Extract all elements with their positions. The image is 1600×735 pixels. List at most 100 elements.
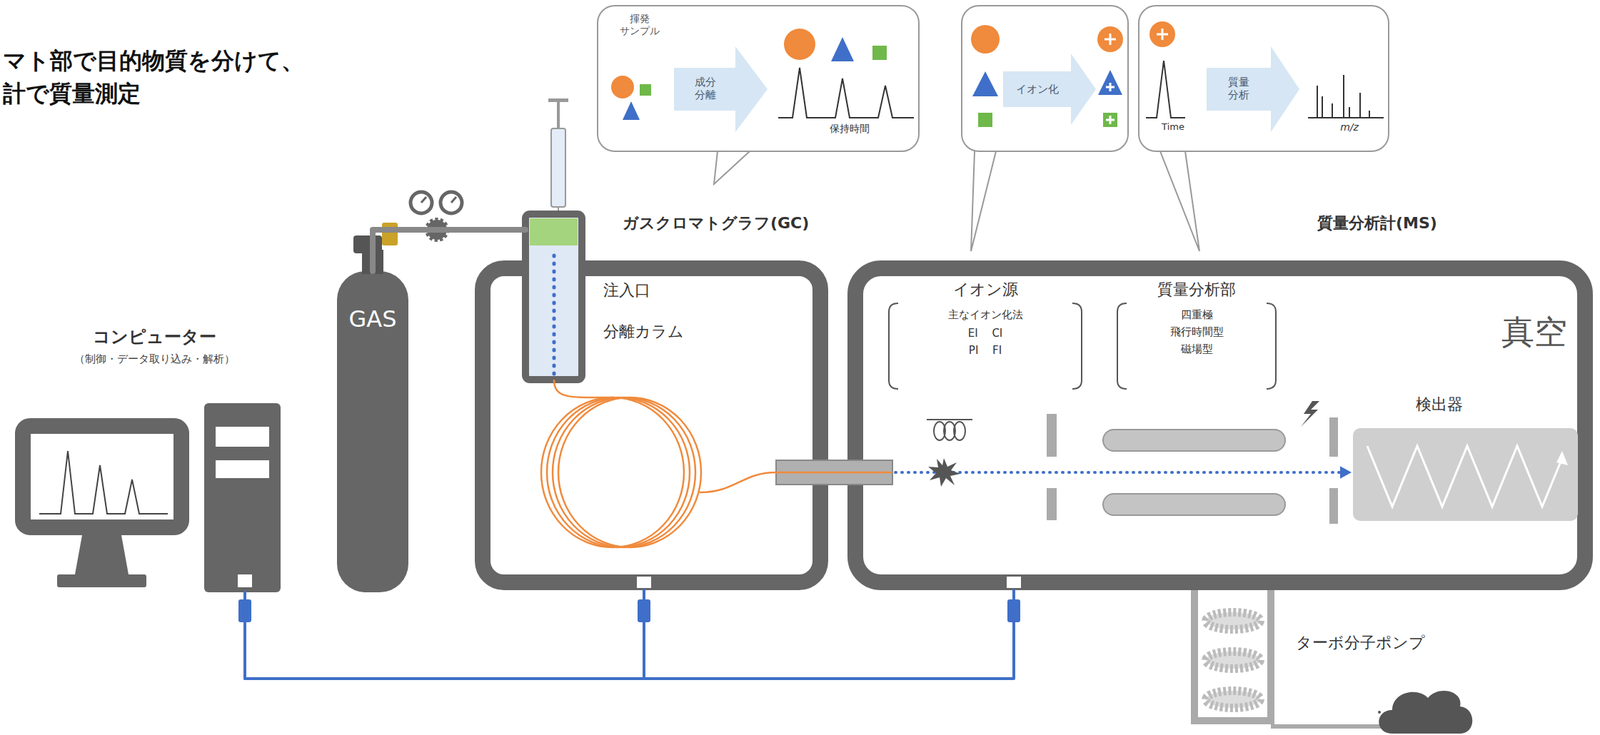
gas-line — [372, 229, 526, 272]
molecule-c — [978, 112, 993, 128]
rotor — [1205, 691, 1261, 709]
bracket — [888, 303, 899, 390]
computer: コンピューター（制御・データ取り込み・解析） — [14, 321, 283, 593]
node-label: Time — [1161, 121, 1185, 133]
column-tube — [699, 472, 893, 493]
slit — [1329, 488, 1338, 525]
lan-cable — [244, 590, 644, 679]
ionization-burst — [928, 458, 961, 487]
electron-multiplier — [1367, 446, 1563, 507]
injector-drawing — [525, 98, 582, 380]
ion-source-drawing — [888, 303, 1082, 521]
quadrupole-rod — [1103, 429, 1286, 452]
mass-analyzer: 質量分析部四重極飛行時間型磁場型 — [1103, 278, 1289, 397]
gc-unit: ガスクロマトグラフ(GC)注入口分離カラム — [474, 260, 829, 591]
ion-beam-arrow — [1081, 471, 1352, 475]
valve — [353, 235, 382, 254]
lan-cable — [244, 590, 1014, 679]
pressure-gauge — [410, 192, 432, 214]
bracket — [1117, 303, 1127, 390]
plus-sign — [1156, 28, 1169, 40]
analyzer-drawing — [1103, 303, 1338, 525]
chromatogram — [778, 67, 914, 118]
bracket — [1072, 303, 1082, 390]
turbo-pump: ターボ分子ポンプ — [1194, 590, 1271, 734]
pump-housing — [1194, 590, 1271, 722]
monitor-base — [57, 574, 147, 588]
detector: 検出器 — [1352, 392, 1578, 522]
gas-cylinder-drawing — [336, 192, 462, 593]
molecule-b — [622, 101, 640, 120]
sample-flow — [552, 255, 557, 375]
plus-sign — [1104, 33, 1116, 125]
port — [1006, 576, 1021, 589]
gauge-needle — [421, 197, 427, 203]
pc-tower — [204, 403, 281, 593]
node-text: PI FI — [968, 344, 1002, 357]
callout-bubble: イオン化 — [961, 5, 1129, 152]
exhaust-cloud — [1378, 691, 1473, 734]
bubble-tail — [1160, 151, 1200, 252]
node-text: 保持時間 — [829, 122, 870, 135]
column-coil — [546, 397, 690, 548]
callout-bubble: 揮発 サンプル成分 分離保持時間 — [597, 5, 919, 152]
ms-unit: 質量分析計(MS)真空イオン源主なイオン化法EI CIPI FI質量分析部四重極… — [847, 260, 1593, 591]
mass-spectrum — [1307, 74, 1384, 118]
node-text: 主なイオン化法 — [948, 308, 1024, 322]
callout-bubble: Time質量 分析m/z — [1138, 5, 1389, 152]
process-arrow — [673, 46, 768, 133]
node-label: 揮発 サンプル — [616, 12, 663, 38]
drive-slot — [215, 460, 270, 479]
gas-line — [372, 229, 526, 272]
node-text: 成分 分離 — [691, 75, 720, 102]
ms-housing — [855, 268, 1586, 583]
drive-slot — [215, 426, 270, 447]
exhaust-dot — [1377, 711, 1381, 714]
node-text: 真空 — [1501, 312, 1568, 352]
node-label: ターボ分子ポンプ — [1295, 634, 1426, 653]
injector-body — [525, 214, 582, 380]
lan-cable — [244, 590, 1014, 679]
node-text: EI CI — [968, 326, 1004, 340]
bubble-tail — [713, 151, 750, 185]
detector-drawing — [1352, 428, 1578, 522]
cylinder-body — [336, 271, 409, 593]
pressure-gauge — [440, 192, 462, 214]
lan-cable — [244, 590, 644, 679]
ion-beam — [895, 471, 1082, 475]
network-ports — [237, 574, 1021, 623]
molecule-a — [783, 28, 816, 60]
rotor — [1205, 612, 1261, 630]
node-label: 検出器 — [1415, 395, 1463, 415]
slit — [1329, 417, 1338, 457]
molecule-a — [970, 24, 1000, 54]
computer-drawing — [22, 403, 281, 593]
detector-box — [1352, 428, 1578, 522]
bubble-tail — [970, 151, 996, 252]
process-arrow — [1206, 46, 1300, 133]
bubble-graphics — [611, 21, 1384, 133]
arrowhead — [1340, 466, 1352, 480]
node-text: 質量 分析 — [1224, 75, 1254, 102]
column-coil — [558, 397, 702, 548]
molecule-b — [831, 37, 854, 62]
gauge-needle — [451, 197, 457, 203]
molecule-c — [872, 45, 887, 60]
callout-bubble — [961, 5, 1129, 152]
monitor-chart — [39, 451, 168, 515]
exhaust-dot — [1384, 715, 1389, 720]
node-label: コンピューター — [92, 326, 217, 348]
bracket — [1266, 303, 1276, 390]
monitor — [22, 426, 182, 528]
molecule-b — [972, 71, 999, 97]
node-label: イオン源 — [953, 280, 1019, 300]
column-coil — [541, 397, 684, 548]
diagram-title: マト部で目的物質を分けて、 計で質量測定 — [2, 44, 310, 111]
syringe-barrel — [551, 128, 566, 208]
slit — [1046, 414, 1057, 457]
process-arrow — [1003, 53, 1096, 125]
slit — [1046, 488, 1057, 521]
port — [636, 576, 652, 589]
